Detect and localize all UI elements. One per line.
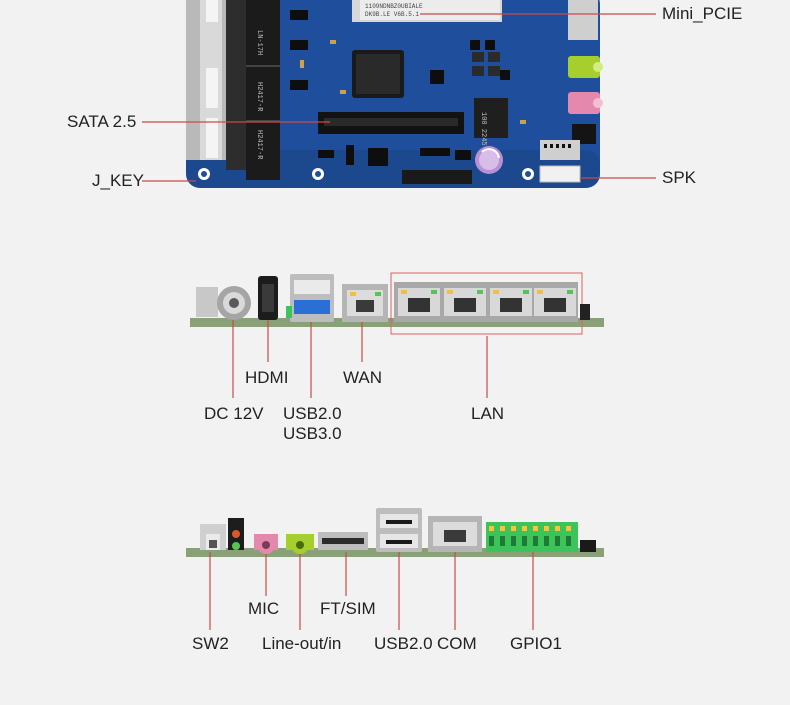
usb-stack-front [376,508,422,552]
label-mic: MIC [248,599,280,618]
inductors [472,52,500,76]
label-spk: SPK [662,168,697,187]
label-j-key: J_KEY [92,171,144,190]
electrolytic-capacitor [475,146,503,174]
lan-port-3 [490,288,532,316]
front-callout-lines [209,552,534,630]
port-row-3-text: H2417-R [255,130,263,160]
spk-connector [539,165,581,183]
label-lan: LAN [471,404,505,423]
port-row-1-text: LN-17H [255,30,263,55]
lan-highlight-box [390,272,583,335]
power-inductor [474,98,508,138]
rear-panel-view [190,272,604,398]
label-ft-sim: FT/SIM [320,599,376,618]
label-mini-pcie: Mini_PCIE [662,4,743,23]
label-dc-12v: DC 12V [204,404,264,423]
label-gpio1: GPIO1 [510,634,562,653]
label-usb-rear-line2: USB3.0 [283,424,342,443]
mic-jack [254,534,278,554]
front-panel-view [186,508,604,630]
mounting-holes [198,168,534,180]
dc-jack [196,286,251,320]
lan-port-2 [444,288,486,316]
rear-callout-lines [232,320,488,398]
pcb-edge-rear [190,318,604,327]
top-callout-lines [142,13,656,182]
label-usb-rear: USB2.0 USB3.0 [283,404,342,444]
gpio-terminal-block [486,522,578,552]
pin-header [544,144,571,148]
label-wan: WAN [343,368,383,387]
jack-green [568,56,600,78]
lan-ports [394,282,578,322]
lan-port-1 [398,288,440,316]
label-hdmi: HDMI [245,368,289,387]
mini-pcie-module: 1109NDNBZ0UBIALE DK9B.LE V6B.5.1 [352,0,502,22]
jkey-header [402,170,446,184]
usb-stack-rear [286,274,334,322]
label-sata: SATA 2.5 [67,112,137,131]
line-out-jack [286,534,314,554]
top-board-view: LN-17H H2417-R H2417-R 1109NDNBZ0UBIALE … [142,0,656,188]
jack-pink [568,92,600,114]
pcb-edge-front [186,548,604,557]
inductor-text: 100 2245 [479,112,487,146]
lan-port-stack-top: LN-17H H2417-R H2417-R [186,0,280,180]
port-row-2-text: H2417-R [255,82,263,112]
lan-port-4 [534,288,576,316]
heatsink-text-2: DK9B.LE V6B.5.1 [365,11,419,18]
com-port [428,516,482,552]
label-com: COM [437,634,477,653]
label-sw2: SW2 [192,634,229,653]
label-usb-front: USB2.0 [374,634,433,653]
heatsink-text-1: 1109NDNBZ0UBIALE [365,3,423,10]
label-usb-rear-line1: USB2.0 [283,404,342,423]
smd-components [290,10,510,166]
wan-port [342,284,388,322]
sw2-button [200,524,226,550]
label-line-out: Line-out/in [262,634,342,653]
